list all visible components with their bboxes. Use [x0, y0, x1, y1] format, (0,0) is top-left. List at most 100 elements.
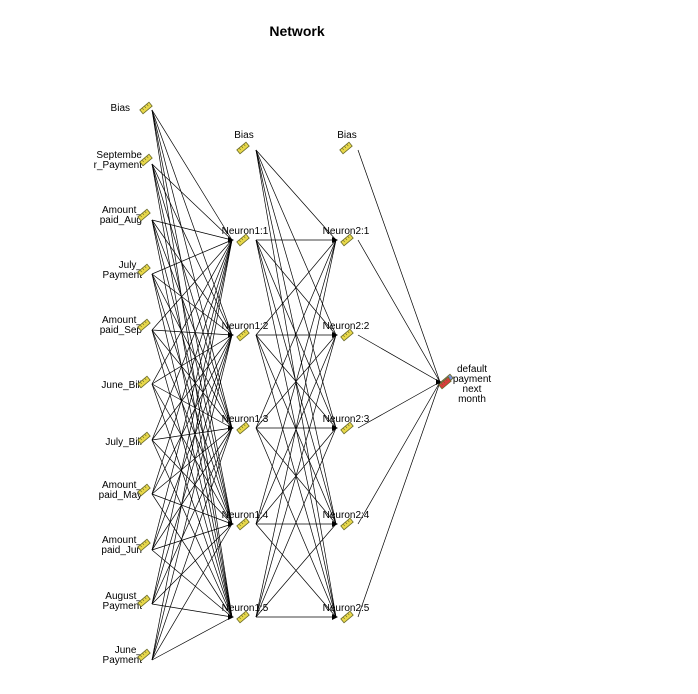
edge-input-6-to-h1-1 [151, 239, 233, 441]
edge-input-8-to-h1-3 [151, 427, 233, 551]
h1-node-4-icon [236, 517, 250, 531]
arrow-h1-4 [228, 521, 234, 527]
edge-input-4-to-h1-5 [151, 329, 233, 618]
edge-input-4-to-h1-4 [151, 329, 233, 525]
arrow-h2-5 [332, 614, 338, 620]
diagram-title: Network [269, 23, 324, 39]
edge-input-4-to-h1-2 [151, 329, 233, 336]
input-node-5-label-line: June_Bill [101, 380, 142, 391]
input-node-2-label: Amount_paid_Aug [100, 205, 143, 226]
arrow-h1-2 [228, 332, 234, 338]
edge-input-7-to-h1-1 [151, 239, 233, 495]
input-bias-label-line: Bias [111, 103, 130, 114]
edge-input-3-to-h1-4 [151, 273, 233, 525]
input-node-10-label-line: June_ [115, 645, 143, 656]
h2-node-3-icon [340, 421, 354, 435]
input-node-4-label-line: paid_Sep [100, 325, 143, 336]
input-node-10-label: June_Payment [103, 645, 143, 666]
edge-input-6-to-h1-3 [151, 427, 233, 441]
edge-h1-5-to-h2-2 [255, 334, 337, 618]
h1-node-5-label: Neuron1:5 [222, 603, 269, 614]
h2-node-1-label-line: Neuron2:1 [323, 226, 370, 237]
edge-h1-0-to-h2-2 [255, 149, 337, 336]
edge-input-6-to-h1-2 [151, 334, 233, 441]
edge-input-1-to-h1-1 [151, 163, 233, 241]
edge-input-0-to-h1-1 [151, 109, 233, 241]
h1-node-5-icon [236, 610, 250, 624]
edge-input-8-to-h1-1 [151, 239, 233, 551]
output-node-icon-secondary [438, 376, 452, 390]
edge-input-0-to-h1-5 [151, 109, 233, 618]
input-node-4-label-line: Amount_ [102, 315, 142, 326]
arrow-h2-2 [332, 332, 338, 338]
input-node-6-icon [137, 431, 151, 445]
input-node-9-label-line: Payment [103, 601, 143, 612]
h2-node-2-icon [340, 328, 354, 342]
h2-node-5-label-line: Neuron2:5 [323, 603, 370, 614]
input-node-6-label: July_Bill [105, 437, 142, 448]
h1-node-3-icon [236, 421, 250, 435]
h1-node-1-label-line: Neuron1:1 [222, 226, 269, 237]
edge-input-9-to-h1-3 [151, 427, 233, 605]
edge-h2-3-to-output [357, 381, 441, 429]
edge-input-9-to-h1-1 [151, 239, 233, 605]
edge-input-8-to-h1-5 [151, 549, 233, 618]
h1-node-2-icon [236, 328, 250, 342]
edge-input-2-to-h1-3 [151, 219, 233, 429]
edge-input-6-to-h1-5 [151, 439, 233, 618]
input-node-6-label-line: July_Bill [105, 437, 142, 448]
output-node-label-line: payment [453, 374, 492, 385]
edge-input-10-to-h1-1 [151, 239, 233, 661]
edge-h1-0-to-h2-3 [255, 149, 337, 429]
edge-input-2-to-h1-5 [151, 219, 233, 618]
h1-node-4-label: Neuron1:4 [222, 510, 269, 521]
arrow-h1-3 [228, 425, 234, 431]
edge-h1-0-to-h2-5 [255, 149, 337, 618]
arrow-h1-1 [228, 237, 234, 243]
input-node-2-label-line: Amount_ [102, 205, 142, 216]
output-node-label-line: next [463, 384, 482, 395]
h2-node-2-label-line: Neuron2:2 [323, 321, 370, 332]
edge-input-2-to-h1-1 [151, 219, 233, 241]
edge-input-10-to-h1-4 [151, 523, 233, 661]
edge-input-10-to-h1-3 [151, 427, 233, 661]
edge-h1-4-to-h2-1 [255, 239, 337, 525]
edge-input-8-to-h1-4 [151, 523, 233, 551]
input-node-10-label-line: Payment [103, 655, 143, 666]
edge-input-3-to-h1-1 [151, 239, 233, 275]
h2-bias-label-line: Bias [337, 130, 356, 141]
edge-h2-1-to-output [357, 239, 441, 383]
edge-h2-2-to-output [357, 334, 441, 383]
input-node-5-label: June_Bill [101, 380, 142, 391]
input-node-7-label-line: Amount_ [102, 480, 142, 491]
edge-input-0-to-h1-2 [151, 109, 233, 336]
h2-node-3-label-line: Neuron2:3 [323, 414, 370, 425]
h1-node-1-icon [236, 233, 250, 247]
edge-input-4-to-h1-3 [151, 329, 233, 429]
edge-input-3-to-h1-3 [151, 273, 233, 429]
input-node-4-label: Amount_paid_Sep [100, 315, 143, 336]
edge-h1-0-to-h2-1 [255, 149, 337, 241]
input-node-8-icon [137, 538, 151, 552]
h1-node-3-label: Neuron1:3 [222, 414, 269, 425]
h1-node-1-label: Neuron1:1 [222, 226, 269, 237]
input-node-9-icon [137, 594, 151, 608]
edge-h1-5-to-h2-1 [255, 239, 337, 618]
input-node-7-label-line: paid_May [99, 490, 142, 501]
edge-input-8-to-h1-2 [151, 334, 233, 551]
input-node-1-label-line: r_Payment [94, 160, 143, 171]
input-node-1-icon [139, 153, 153, 167]
edge-input-0-to-h1-4 [151, 109, 233, 525]
edge-h1-5-to-h2-4 [255, 523, 337, 618]
h2-node-1-label: Neuron2:1 [323, 226, 370, 237]
edge-h2-4-to-output [357, 381, 441, 525]
input-node-2-label-line: paid_Aug [100, 215, 142, 226]
h1-node-4-label-line: Neuron1:4 [222, 510, 269, 521]
h2-bias-label: Bias [337, 130, 356, 141]
h2-node-5-icon [340, 610, 354, 624]
edge-input-5-to-h1-3 [151, 383, 233, 429]
h2-node-4-icon [340, 517, 354, 531]
arrow-h2-1 [332, 237, 338, 243]
arrow-h1-5 [228, 614, 234, 620]
